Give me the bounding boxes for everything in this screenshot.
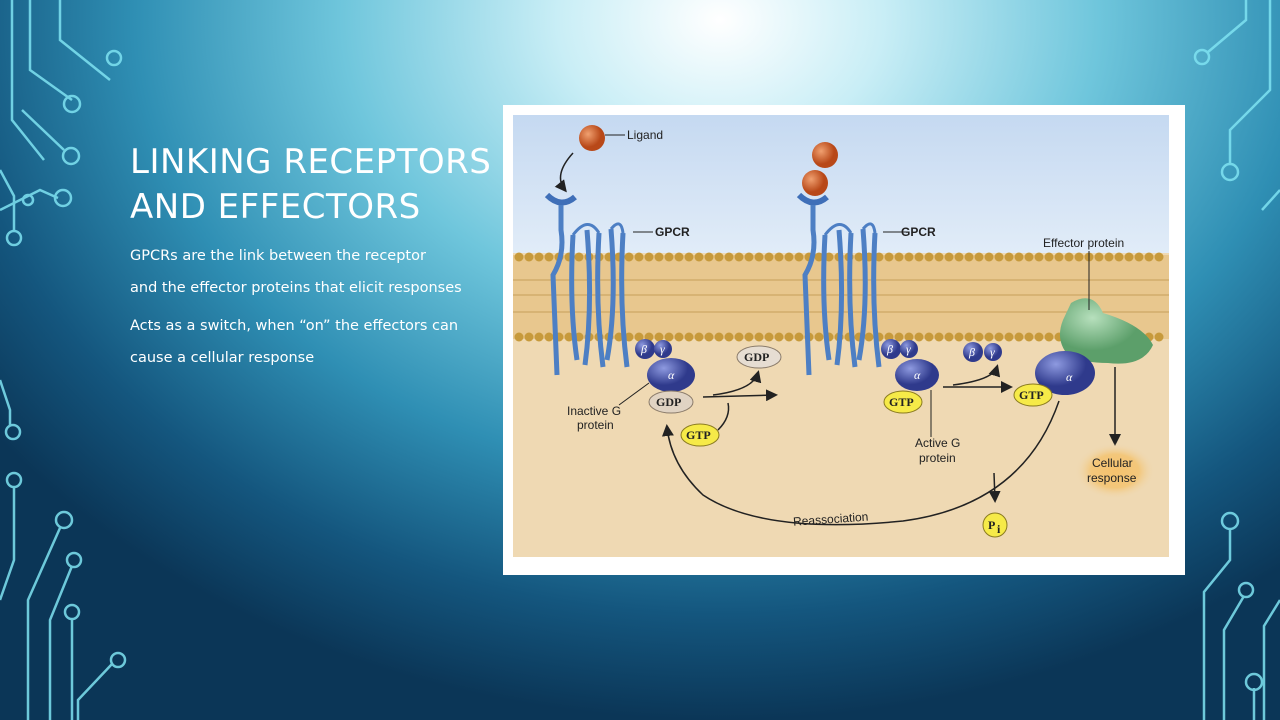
ligand-molecule-bound bbox=[802, 170, 828, 196]
label-ligand: Ligand bbox=[627, 128, 663, 142]
label-effector: Effector protein bbox=[1043, 236, 1124, 250]
pi-label: P bbox=[988, 518, 995, 532]
gtp-label: GTP bbox=[686, 428, 711, 442]
effector-protein bbox=[1059, 298, 1153, 364]
gpcr-diagram-figure: Ligand GPCR β γ α GDP Inactive G protein… bbox=[503, 105, 1185, 575]
gtp-bound: GTP bbox=[889, 395, 914, 409]
label-active-g-2: protein bbox=[919, 451, 956, 465]
ligand-molecule-bound bbox=[812, 142, 838, 168]
gdp-label: GDP bbox=[744, 350, 769, 364]
beta-subunit: β bbox=[968, 345, 975, 359]
bullet-text: and the effector proteins that elicit re… bbox=[130, 280, 462, 296]
gtp-incoming: GTP bbox=[680, 402, 730, 447]
label-inactive-g-1: Inactive G bbox=[567, 404, 621, 418]
circuit-decoration-right bbox=[1193, 0, 1280, 720]
gpcr-diagram: Ligand GPCR β γ α GDP Inactive G protein… bbox=[513, 115, 1169, 557]
g-protein-active: β γ α GTP bbox=[881, 339, 939, 414]
pi-subscript: i bbox=[997, 522, 1001, 536]
label-active-g-1: Active G bbox=[915, 436, 960, 450]
circuit-decoration-left bbox=[0, 0, 127, 720]
bullet-text: GPCRs are the link between the receptor bbox=[130, 248, 426, 264]
label-cellular-2: response bbox=[1087, 471, 1137, 485]
gdp-bound: GDP bbox=[656, 395, 681, 409]
phosphate-pi: P i bbox=[982, 512, 1008, 538]
bullet-list: GPCRs are the link between the receptor … bbox=[130, 240, 503, 380]
gpcr-receptor-active bbox=[796, 192, 882, 376]
title-line-1: LINKING RECEPTORS bbox=[130, 142, 492, 182]
alpha-gtp-complex: α GTP bbox=[1013, 351, 1095, 407]
label-cellular-1: Cellular bbox=[1092, 456, 1133, 470]
slide-title: LINKING RECEPTORS AND EFFECTORS bbox=[130, 140, 500, 230]
gamma-subunit: γ bbox=[906, 342, 911, 356]
bullet-item: GPCRs are the link between the receptor … bbox=[130, 240, 503, 304]
gpcr-receptor-inactive bbox=[544, 192, 630, 376]
g-protein-inactive: β γ α GDP bbox=[635, 339, 695, 414]
beta-subunit: β bbox=[640, 342, 647, 356]
alpha-subunit: α bbox=[1066, 370, 1073, 384]
beta-gamma-dimer: β γ bbox=[963, 342, 1002, 362]
bullet-text: cause a cellular response bbox=[130, 350, 315, 366]
ligand-molecule: Ligand bbox=[554, 125, 663, 193]
gamma-subunit: γ bbox=[660, 342, 665, 356]
label-inactive-g-2: protein bbox=[577, 418, 614, 432]
label-gpcr-1: GPCR bbox=[655, 225, 690, 239]
gtp-bound: GTP bbox=[1019, 388, 1044, 402]
label-gpcr-2: GPCR bbox=[901, 225, 936, 239]
alpha-subunit: α bbox=[668, 368, 675, 382]
beta-subunit: β bbox=[886, 342, 893, 356]
bullet-text: Acts as a switch, when “on” the effector… bbox=[130, 318, 459, 334]
bullet-item: Acts as a switch, when “on” the effector… bbox=[130, 310, 503, 374]
gdp-released: GDP bbox=[736, 345, 782, 369]
title-line-2: AND EFFECTORS bbox=[130, 187, 421, 227]
reassociation-arrow bbox=[661, 400, 1060, 526]
cellular-response-glow bbox=[1075, 443, 1155, 499]
alpha-subunit: α bbox=[914, 368, 921, 382]
gamma-subunit: γ bbox=[990, 345, 995, 359]
label-reassociation: Reassociation bbox=[793, 510, 869, 529]
